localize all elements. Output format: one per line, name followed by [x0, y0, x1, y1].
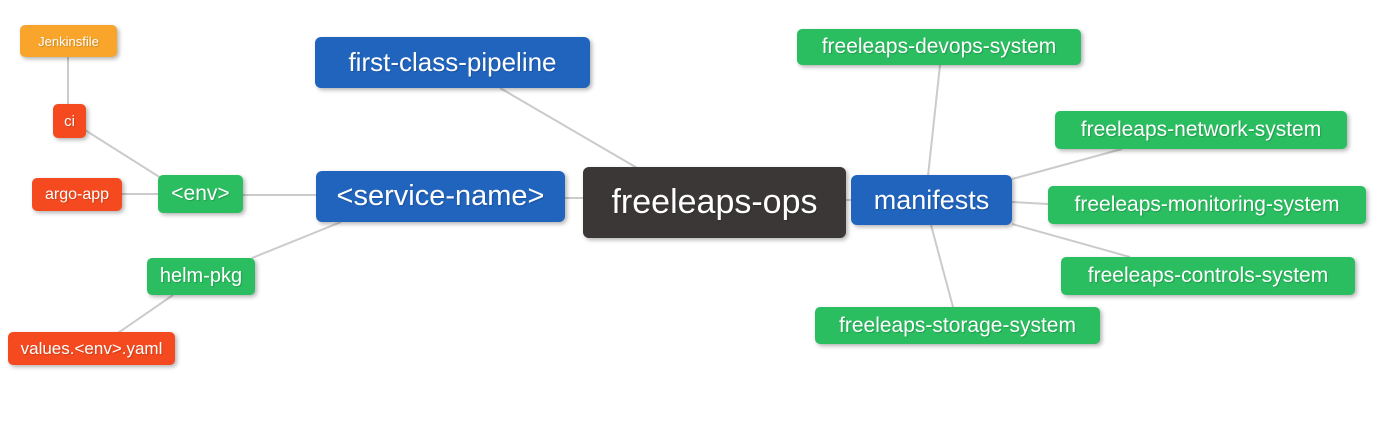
edge-manifests-controls-system	[1011, 223, 1131, 258]
edge-manifests-monitoring-system	[1011, 201, 1049, 205]
node-first-class-pipeline[interactable]: first-class-pipeline	[315, 37, 590, 88]
node-argo-app[interactable]: argo-app	[32, 178, 122, 211]
edge-first-class-pipeline-freeleaps-ops	[499, 87, 645, 173]
node-manifests[interactable]: manifests	[851, 175, 1012, 225]
node-freeleaps-devops-system[interactable]: freeleaps-devops-system	[797, 29, 1081, 65]
edge-helm-pkg-service-name	[251, 221, 342, 259]
edge-values-helm-pkg	[117, 294, 174, 334]
node-freeleaps-controls-system[interactable]: freeleaps-controls-system	[1061, 257, 1355, 295]
node-freeleaps-ops-root[interactable]: freeleaps-ops	[583, 167, 846, 238]
node-jenkinsfile[interactable]: Jenkinsfile	[20, 25, 117, 57]
node-service-name[interactable]: <service-name>	[316, 171, 565, 222]
node-freeleaps-storage-system[interactable]: freeleaps-storage-system	[815, 307, 1100, 344]
edge-manifests-storage-system	[930, 224, 954, 308]
edge-manifests-devops-system	[927, 64, 941, 177]
edge-ci-env	[84, 129, 162, 179]
node-freeleaps-monitoring-system[interactable]: freeleaps-monitoring-system	[1048, 186, 1366, 224]
node-helm-pkg[interactable]: helm-pkg	[147, 258, 255, 295]
edge-manifests-network-system	[1011, 148, 1123, 180]
node-values-env-yaml[interactable]: values.<env>.yaml	[8, 332, 175, 365]
node-freeleaps-network-system[interactable]: freeleaps-network-system	[1055, 111, 1347, 149]
node-ci[interactable]: ci	[53, 104, 86, 138]
node-env[interactable]: <env>	[158, 175, 243, 213]
